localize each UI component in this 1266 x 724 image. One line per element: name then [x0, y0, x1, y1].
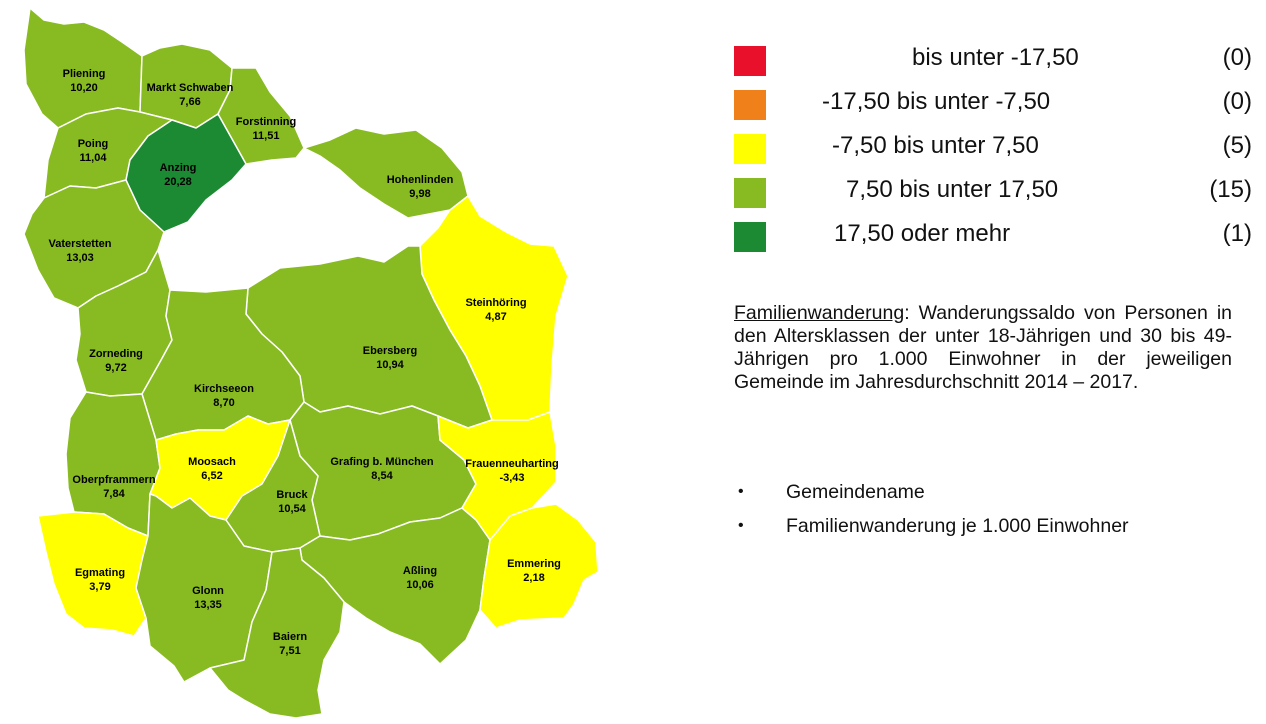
label-frauenneuharting-name: Frauenneuharting: [465, 458, 559, 470]
legend-range: 7,50 bis unter 17,50: [846, 176, 1059, 203]
definition-term: Familienwanderung: [734, 302, 905, 324]
label-hohenlinden-name: Hohenlinden: [387, 174, 454, 186]
legend-row: -17,50 bis unter -7,50 (0): [722, 84, 1258, 124]
label-key-item: • Familienwanderung je 1.000 Einwohner: [732, 514, 1252, 548]
legend-row: 7,50 bis unter 17,50 (15): [722, 172, 1258, 212]
region-baiern[interactable]: [209, 547, 345, 719]
legend-range: -7,50 bis unter 7,50: [832, 132, 1039, 159]
label-kirchseeon-value: 8,70: [213, 397, 234, 409]
definition-text: Familienwanderung: Wanderungssaldo von P…: [734, 302, 1232, 394]
label-vaterstetten-value: 13,03: [66, 252, 94, 264]
label-emmering-name: Emmering: [507, 558, 561, 570]
label-forstinning-value: 11,51: [253, 130, 280, 142]
legend-row: bis unter -17,50 (0): [722, 40, 1258, 80]
legend-swatch: [734, 178, 766, 208]
legend-swatch: [734, 90, 766, 120]
label-glonn-name: Glonn: [192, 585, 224, 597]
label-moosach-value: 6,52: [201, 470, 222, 482]
label-emmering-value: 2,18: [523, 572, 544, 584]
legend-count: (5): [1222, 132, 1252, 159]
label-bruck-value: 10,54: [278, 503, 306, 515]
district-map: Pliening 10,20 Markt Schwaben 7,66 Forst…: [23, 7, 599, 719]
legend-count: (1): [1222, 220, 1252, 247]
label-assling-name: Aßling: [403, 565, 437, 577]
label-markt-schwaben-value: 7,66: [179, 96, 200, 108]
label-baiern-value: 7,51: [279, 645, 300, 657]
label-assling-value: 10,06: [406, 579, 434, 591]
label-ebersberg-value: 10,94: [376, 359, 404, 371]
label-pliening-value: 10,20: [70, 82, 98, 94]
label-anzing-name: Anzing: [160, 162, 197, 174]
legend-row: -7,50 bis unter 7,50 (5): [722, 128, 1258, 168]
label-oberpframmern-value: 7,84: [103, 488, 125, 500]
legend-range: bis unter -17,50: [912, 44, 1079, 71]
label-hohenlinden-value: 9,98: [409, 188, 430, 200]
legend-count: (15): [1209, 176, 1252, 203]
legend-count: (0): [1222, 88, 1252, 115]
label-ebersberg-name: Ebersberg: [363, 345, 417, 357]
bullet-icon: •: [738, 483, 744, 500]
map-legend: bis unter -17,50 (0) -17,50 bis unter -7…: [722, 36, 1258, 256]
legend-swatch: [734, 134, 766, 164]
legend-row: 17,50 oder mehr (1): [722, 216, 1258, 256]
label-anzing-value: 20,28: [164, 176, 192, 188]
label-forstinning-name: Forstinning: [236, 116, 297, 128]
municipality-regions: [23, 7, 599, 719]
label-vaterstetten-name: Vaterstetten: [49, 238, 112, 250]
label-grafing-name: Grafing b. München: [330, 456, 434, 468]
legend-range: 17,50 oder mehr: [834, 220, 1011, 247]
municipality-labels: Pliening 10,20 Markt Schwaben 7,66 Forst…: [49, 68, 561, 657]
label-moosach-name: Moosach: [188, 456, 236, 468]
region-emmering[interactable]: [479, 503, 599, 629]
label-grafing-value: 8,54: [371, 470, 393, 482]
label-key-item: • Gemeindename: [732, 480, 1252, 514]
label-pliening-name: Pliening: [63, 68, 106, 80]
region-forstinning[interactable]: [217, 67, 305, 165]
label-steinhoering-value: 4,87: [485, 311, 506, 323]
label-markt-schwaben-name: Markt Schwaben: [147, 82, 234, 94]
region-anzing[interactable]: [125, 113, 247, 233]
label-zorneding-name: Zorneding: [89, 348, 143, 360]
label-steinhoering-name: Steinhöring: [465, 297, 526, 309]
label-zorneding-value: 9,72: [105, 362, 126, 374]
label-oberpframmern-name: Oberpframmern: [72, 474, 155, 486]
label-egmating-value: 3,79: [89, 581, 110, 593]
label-key-list: • Gemeindename • Familienwanderung je 1.00…: [732, 480, 1252, 548]
label-baiern-name: Baiern: [273, 631, 308, 643]
legend-swatch: [734, 222, 766, 252]
label-poing-value: 11,04: [80, 152, 108, 164]
region-hohenlinden[interactable]: [303, 127, 469, 219]
bullet-icon: •: [738, 517, 744, 534]
label-glonn-value: 13,35: [194, 599, 222, 611]
label-frauenneuharting-value: -3,43: [499, 472, 524, 484]
label-key-text: Gemeindename: [786, 481, 925, 503]
label-bruck-name: Bruck: [276, 489, 308, 501]
label-key-text: Familienwanderung je 1.000 Einwohner: [786, 515, 1129, 537]
legend-swatch: [734, 46, 766, 76]
label-egmating-name: Egmating: [75, 567, 125, 579]
legend-count: (0): [1222, 44, 1252, 71]
label-kirchseeon-name: Kirchseeon: [194, 383, 254, 395]
definition-body: : Wanderungssaldo von Personen in den Al…: [734, 302, 1232, 393]
legend-range: -17,50 bis unter -7,50: [822, 88, 1051, 115]
label-poing-name: Poing: [78, 138, 109, 150]
